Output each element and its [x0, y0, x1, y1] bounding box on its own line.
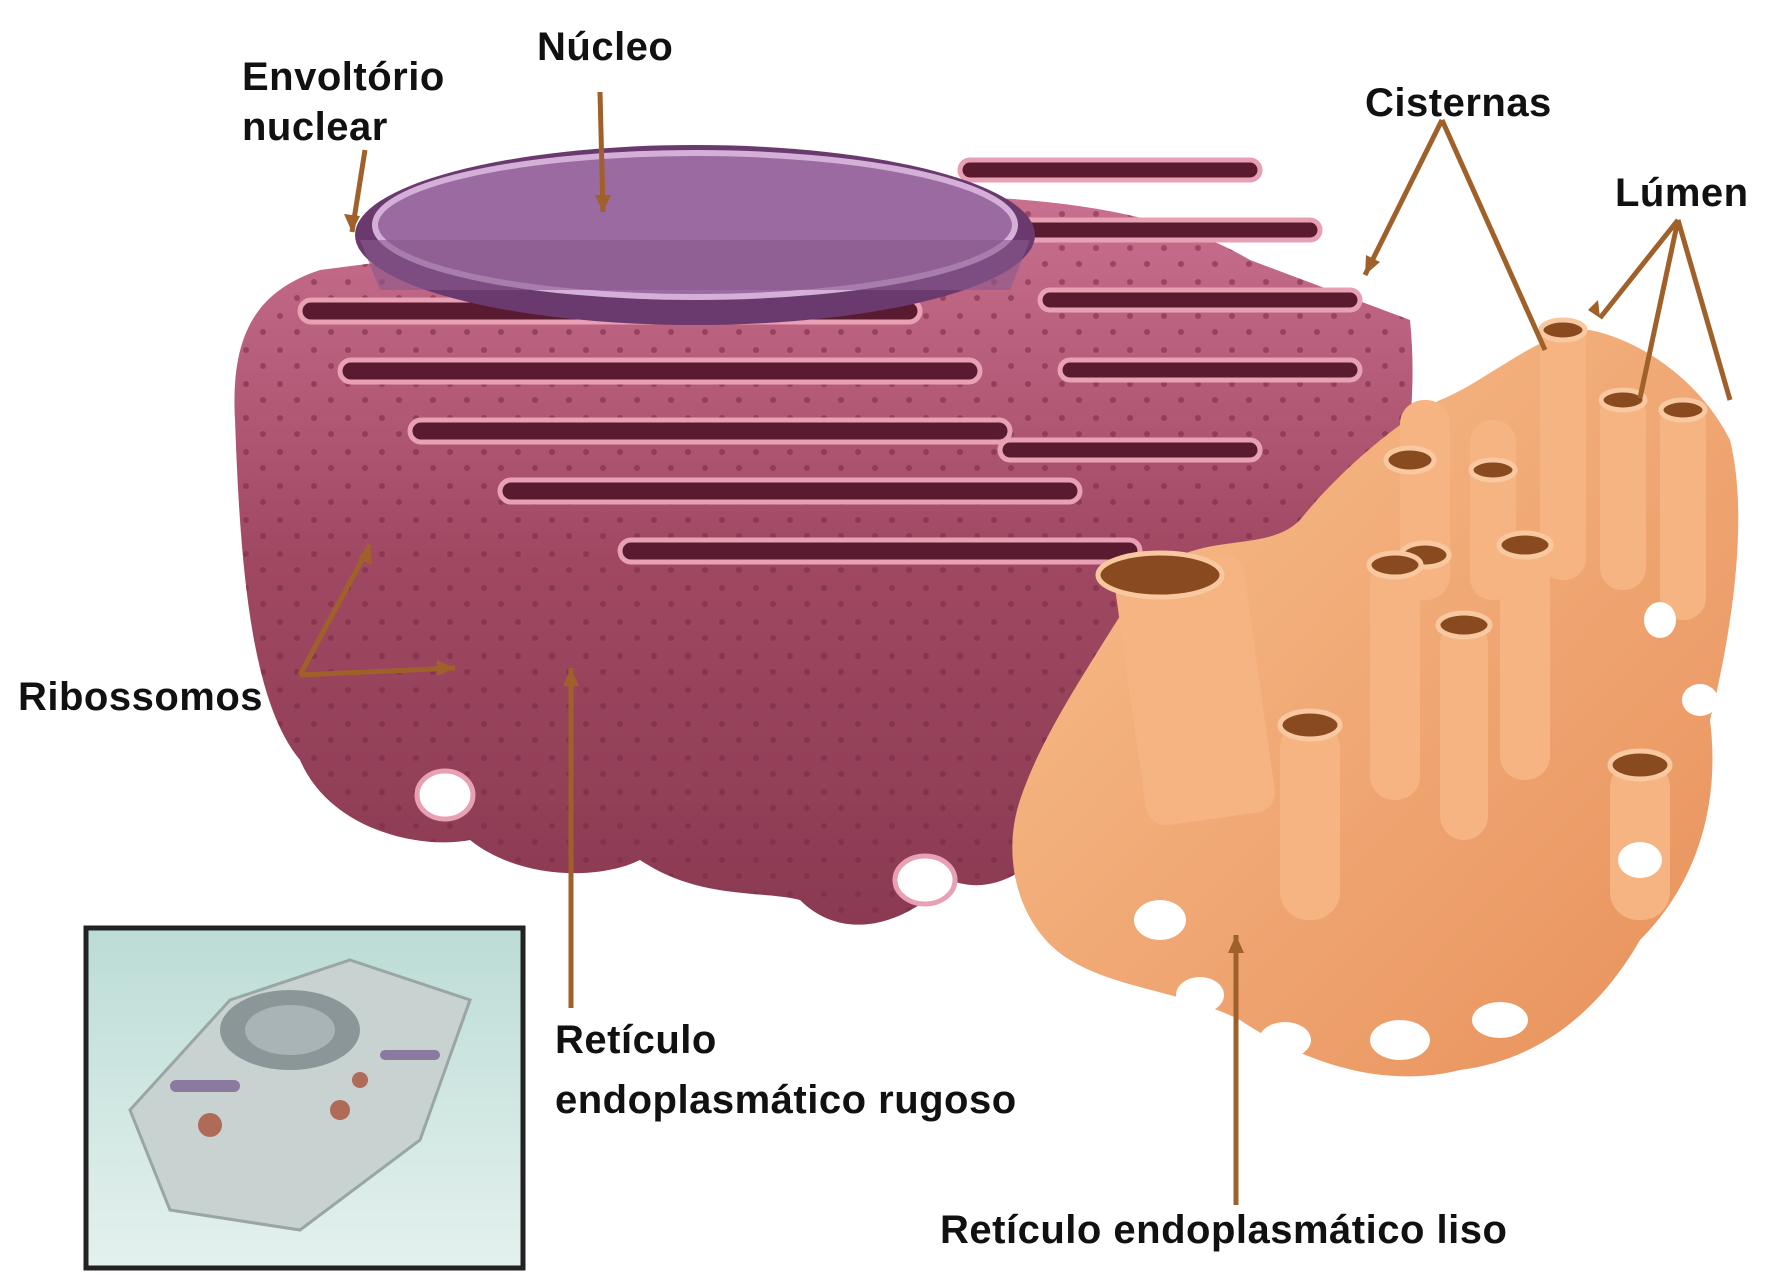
label-rer-line1: Retículo	[555, 1015, 717, 1065]
label-rer-line2: endoplasmático rugoso	[555, 1075, 1017, 1125]
label-nucleo: Núcleo	[537, 22, 673, 72]
label-ribossomos: Ribossomos	[18, 672, 263, 722]
label-envoltorio-line2: nuclear	[242, 102, 388, 152]
label-lumen: Lúmen	[1615, 168, 1749, 218]
label-rel: Retículo endoplasmático liso	[940, 1205, 1507, 1255]
label-cisternas: Cisternas	[1365, 78, 1552, 128]
label-envoltorio-line1: Envoltório	[242, 52, 445, 102]
inset-cell-thumbnail	[86, 928, 523, 1268]
nucleus	[355, 145, 1035, 325]
